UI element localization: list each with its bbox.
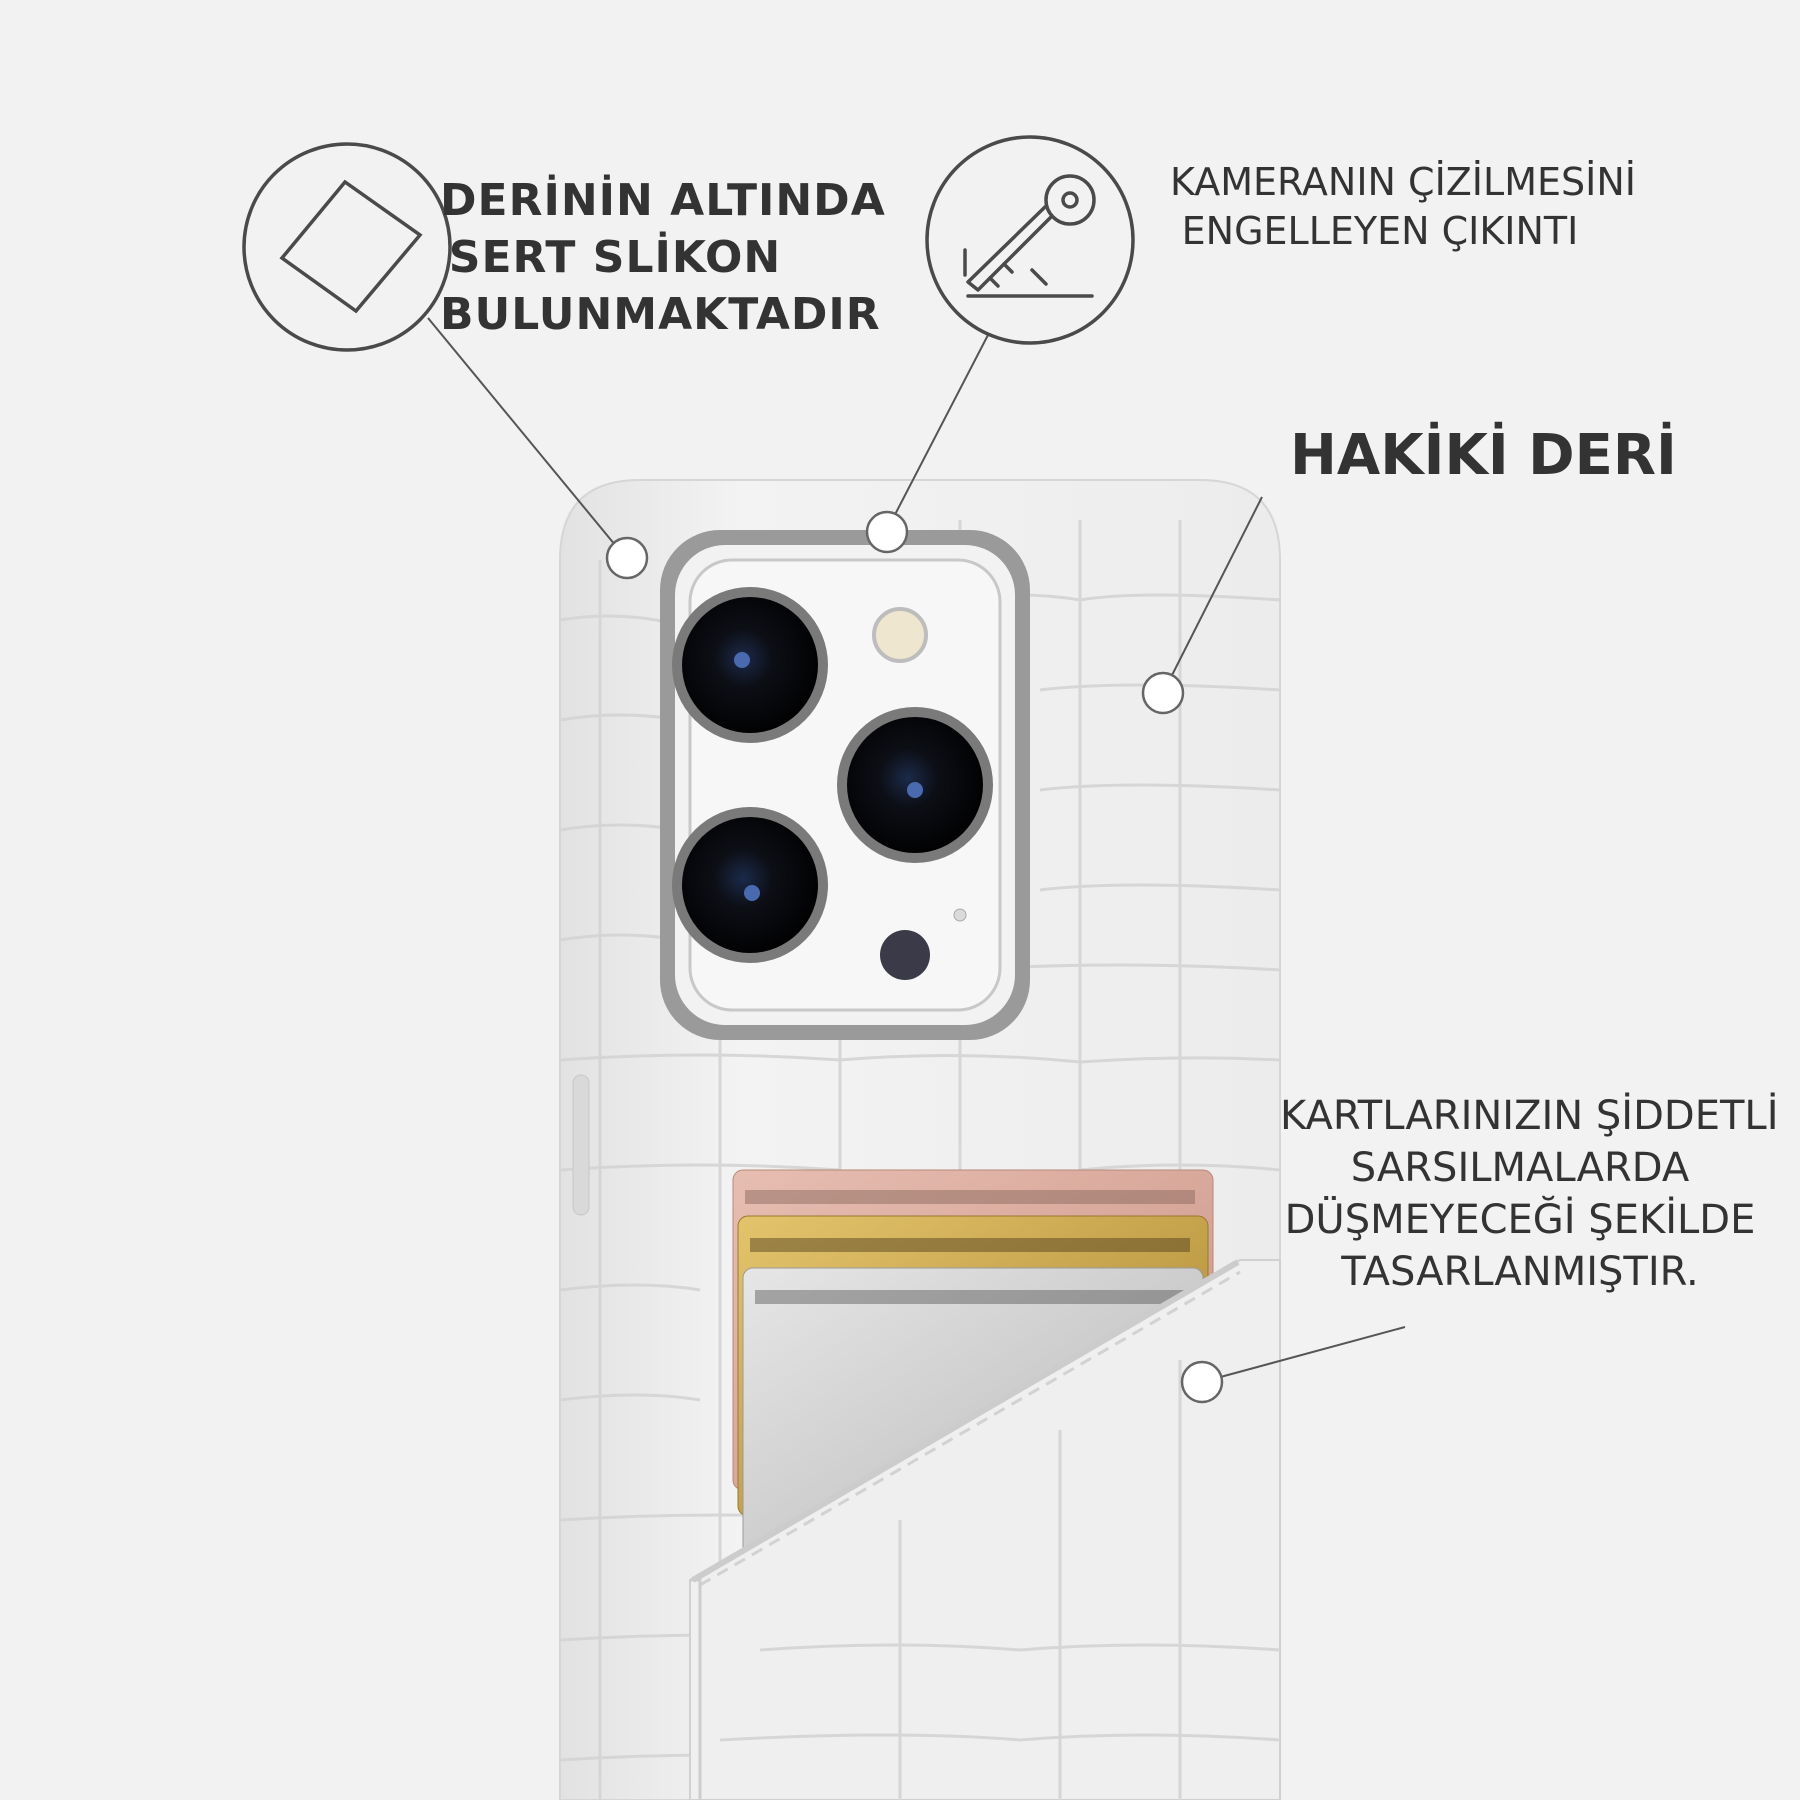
camera-module xyxy=(660,530,1030,1040)
callout-dots xyxy=(605,510,1224,1404)
genuine-leather-label: HAKİKİ DERİ xyxy=(1290,420,1677,493)
card-pocket-label: KARTLARINIZIN ŞİDDETLİ SARSILMALARDA DÜŞ… xyxy=(1280,1090,1779,1298)
silicone-label-line-2: SERT SLİKON xyxy=(448,232,782,284)
silicone-label-line-3: BULUNMAKTADIR xyxy=(440,289,881,341)
lidar-sensor xyxy=(880,930,930,980)
cards-label-line-4: TASARLANMIŞTIR. xyxy=(1341,1249,1699,1295)
silicone-label-line-1: DERİNİN ALTINDA xyxy=(440,175,886,226)
lens-bottom-left xyxy=(672,807,828,963)
cards-label-line-3: DÜŞMEYECEĞİ ŞEKİLDE xyxy=(1284,1197,1756,1243)
microphone xyxy=(953,908,967,922)
flash xyxy=(872,607,928,663)
callout-dot-cards xyxy=(1180,1360,1224,1404)
card-outline-icon xyxy=(242,142,452,352)
cards-label-line-1: KARTLARINIZIN ŞİDDETLİ xyxy=(1280,1093,1779,1139)
leather-label-line-1: HAKİKİ DERİ xyxy=(1290,423,1677,488)
cards-label-line-2: SARSILMALARDA xyxy=(1350,1145,1690,1191)
callout-lines xyxy=(427,317,1406,1383)
lens-top-left xyxy=(672,587,828,743)
callout-dot-silicone xyxy=(605,536,649,580)
side-button xyxy=(572,1074,590,1216)
camera-protection-label: KAMERANIN ÇİZİLMESİNİ ENGELLEYEN ÇIKINTI xyxy=(1170,158,1636,257)
lens-right xyxy=(837,707,993,863)
callout-dot-leather xyxy=(1141,671,1185,715)
callout-dot-camera xyxy=(865,510,909,554)
card-pocket xyxy=(689,1259,1281,1800)
key-scratch-icon xyxy=(925,135,1135,345)
camera-label-line-1: KAMERANIN ÇİZİLMESİNİ xyxy=(1170,160,1636,204)
silicone-label: DERİNİN ALTINDA SERT SLİKON BULUNMAKTADI… xyxy=(440,172,886,344)
camera-label-line-2: ENGELLEYEN ÇIKINTI xyxy=(1181,209,1579,254)
